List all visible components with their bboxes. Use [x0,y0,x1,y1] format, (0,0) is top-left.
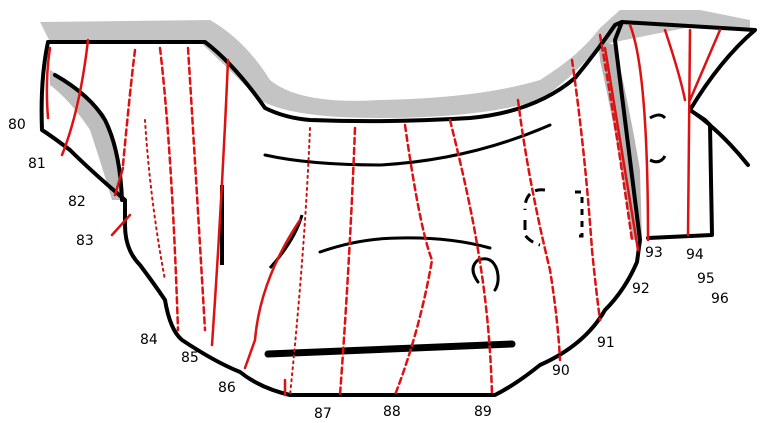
label-93: 93 [645,245,663,261]
line-84b [144,119,166,281]
main-passage-outline [39,20,642,397]
line-82b [121,48,137,167]
left-inner-wall [53,73,124,202]
label-80: 80 [8,117,26,133]
left-shadow [50,70,122,200]
bracket-wall [523,188,546,247]
label-92: 92 [632,281,650,297]
line-90 [516,98,562,362]
label-86: 86 [218,380,236,396]
label-94: 94 [686,247,704,263]
line-87 [338,126,357,397]
line-94 [663,28,722,237]
line-89 [448,118,494,397]
line-92 [598,33,634,242]
small-box-wall [575,190,584,238]
station-labels: 80 81 82 83 84 85 86 87 88 89 90 91 92 9… [8,117,729,422]
label-96: 96 [711,291,729,307]
line-92b [603,46,640,252]
label-81: 81 [28,156,46,172]
line-86b [289,127,311,396]
line-88 [393,123,434,397]
label-87: 87 [314,406,332,422]
line-81 [60,38,90,157]
line-86 [243,218,302,370]
line-84 [158,46,180,332]
survey-lines [45,23,722,397]
label-95: 95 [697,271,715,287]
line-85b [210,58,230,347]
top-shadow [40,10,750,118]
label-91: 91 [597,335,615,351]
shadow-areas [40,10,750,240]
line-93 [628,23,650,242]
right-side-passage [620,20,757,240]
right-bracket-lower [649,155,667,164]
label-89: 89 [474,404,492,420]
lower-bar-wall [264,340,516,358]
label-83: 83 [76,233,94,249]
hook-wall [471,257,500,292]
cave-outline [39,20,757,397]
label-88: 88 [383,404,401,420]
label-90: 90 [552,363,570,379]
right-bracket-upper [649,113,667,120]
line-80 [45,46,52,120]
line-91 [570,58,602,322]
label-85: 85 [181,350,199,366]
line-82 [113,166,125,197]
label-84: 84 [140,332,158,348]
label-82: 82 [68,194,86,210]
middle-inner-wall [318,236,492,254]
line-83 [110,213,132,237]
line-85 [186,46,207,332]
interior-walls [220,113,667,358]
upper-inner-wall [263,123,552,167]
